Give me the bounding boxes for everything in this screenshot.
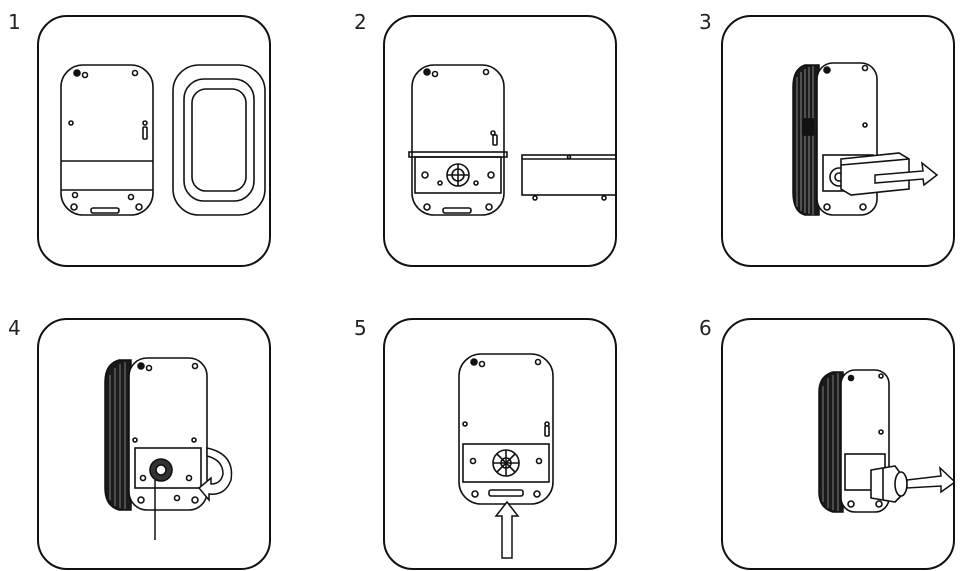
step-number-3: 3 xyxy=(699,12,712,32)
charger-back-and-cover-illustration xyxy=(39,17,271,267)
step-panel-4 xyxy=(37,318,271,570)
step-panel-5 xyxy=(383,318,617,570)
step-number-5: 5 xyxy=(354,318,367,338)
step-number-6: 6 xyxy=(699,318,712,338)
step-panel-2 xyxy=(383,15,617,267)
step-number-1: 1 xyxy=(8,12,21,32)
step-panel-3 xyxy=(721,15,955,267)
rotate-gland-illustration xyxy=(39,320,271,570)
step-number-4: 4 xyxy=(8,318,21,338)
step-panel-1 xyxy=(37,15,271,267)
pull-plug-out-illustration xyxy=(723,320,955,570)
insert-cable-illustration xyxy=(385,320,617,570)
slide-cover-out-illustration xyxy=(723,17,955,267)
charger-terminal-cover-illustration xyxy=(385,17,617,267)
step-panel-6 xyxy=(721,318,955,570)
step-number-2: 2 xyxy=(354,12,367,32)
